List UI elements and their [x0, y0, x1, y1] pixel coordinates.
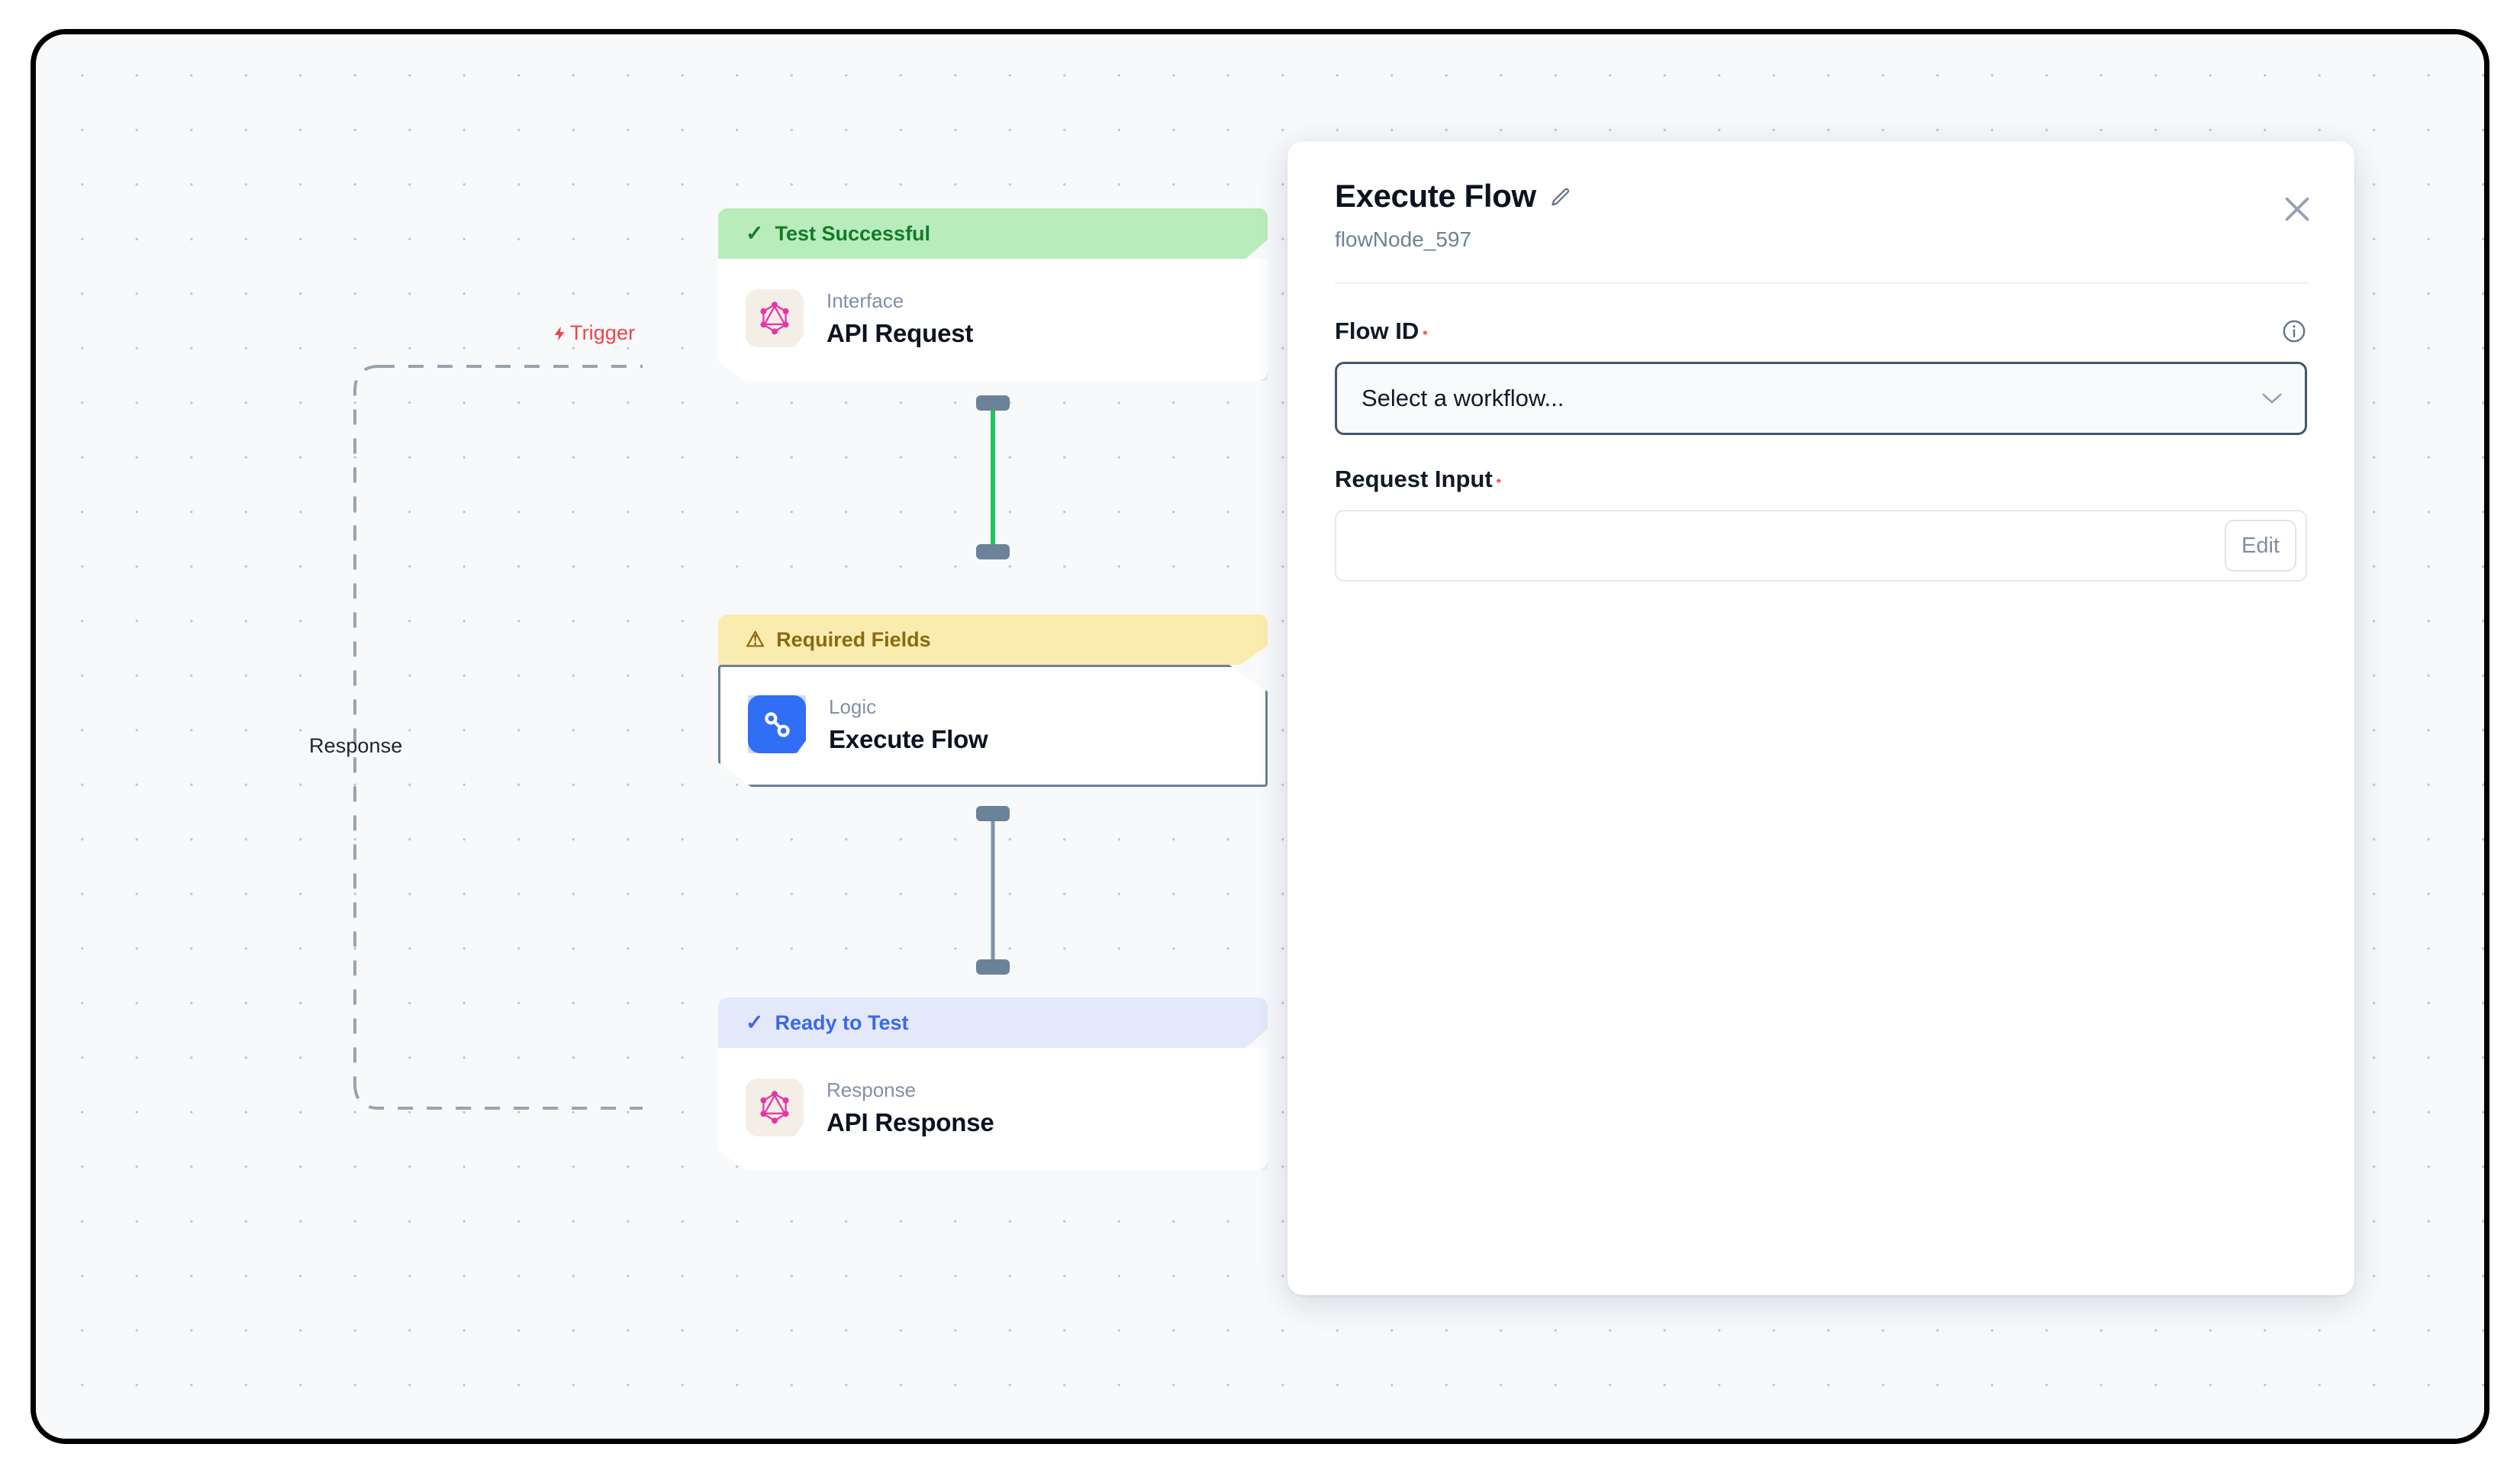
panel-body: Flow ID* Select a workflow... — [1287, 284, 2354, 582]
chevron-down-icon — [2262, 393, 2282, 404]
handle-execute-flow-source[interactable] — [976, 806, 1010, 821]
edge-response-vertical — [353, 365, 380, 1084]
field-label-row-flow-id: Flow ID* — [1335, 317, 2307, 345]
node-text-api-response: Response API Response — [827, 1078, 994, 1137]
node-text-api-request: Interface API Request — [827, 289, 973, 348]
flow-id-select-value: Select a workflow... — [1362, 385, 1565, 411]
node-body-api-request[interactable]: Interface API Request — [718, 259, 1268, 381]
check-icon: ✓ — [746, 221, 764, 245]
warning-triangle-icon: ⚠ — [746, 627, 765, 651]
graphql-icon — [746, 289, 804, 347]
field-label-text: Flow ID — [1335, 317, 1420, 344]
pencil-icon[interactable] — [1549, 186, 1572, 209]
node-api-request[interactable]: ✓ Test Successful — [718, 208, 1268, 381]
lightning-bolt-icon — [554, 326, 565, 340]
required-marker: * — [1496, 477, 1501, 490]
node-kind-label: Response — [827, 1078, 917, 1101]
node-status-label: Required Fields — [776, 627, 931, 651]
app-window: Trigger Response ✓ Test Successful — [31, 29, 2489, 1444]
check-icon: ✓ — [746, 1010, 764, 1034]
flow-id-select[interactable]: Select a workflow... — [1335, 362, 2307, 435]
node-settings-panel: Execute Flow flowNode_597 Flow ID* — [1287, 141, 2354, 1295]
node-execute-flow[interactable]: ⚠ Required Fields Logic Execute Flow — [718, 614, 1268, 787]
field-label-text: Request Input — [1335, 466, 1493, 492]
edge-response-segment — [353, 1083, 643, 1110]
node-body-execute-flow[interactable]: Logic Execute Flow — [718, 665, 1268, 787]
request-input-field[interactable]: Edit — [1335, 510, 2307, 582]
panel-header: Execute Flow flowNode_597 — [1287, 141, 2354, 252]
info-icon[interactable] — [2281, 318, 2307, 344]
node-api-response[interactable]: ✓ Ready to Test — [718, 998, 1268, 1170]
node-kind-label: Interface — [827, 288, 904, 312]
field-flow-id: Flow ID* Select a workflow... — [1335, 317, 2307, 435]
edge-label-trigger: Trigger — [552, 321, 635, 345]
panel-divider — [1335, 282, 2307, 284]
node-kind-label: Logic — [829, 695, 877, 718]
node-title-label: Execute Flow — [829, 724, 988, 753]
node-status-label: Ready to Test — [775, 1010, 909, 1034]
node-status-api-response: ✓ Ready to Test — [718, 998, 1268, 1048]
field-label-row-request-input: Request Input* — [1335, 466, 2307, 493]
panel-node-id: flowNode_597 — [1335, 227, 1472, 251]
page-title: Execute Flow — [1335, 178, 1536, 214]
node-text-execute-flow: Logic Execute Flow — [829, 695, 988, 754]
handle-execute-flow-target[interactable] — [976, 544, 1010, 559]
node-status-label: Test Successful — [775, 221, 931, 245]
workflow-branch-icon — [748, 695, 806, 753]
node-status-execute-flow: ⚠ Required Fields — [718, 614, 1268, 665]
node-body-api-response[interactable]: Response API Response — [718, 1048, 1268, 1170]
field-request-input: Request Input* Edit — [1335, 466, 2307, 582]
node-title-label: API Request — [827, 318, 974, 347]
edge-label-trigger-text: Trigger — [570, 321, 636, 344]
workflow-canvas[interactable]: Trigger Response ✓ Test Successful — [36, 34, 2484, 1439]
panel-title-row: Execute Flow — [1335, 178, 2307, 214]
handle-api-request-source[interactable] — [976, 395, 1010, 411]
required-marker: * — [1423, 329, 1428, 342]
handle-api-response-target[interactable] — [976, 959, 1010, 975]
node-title-label: API Response — [827, 1107, 994, 1136]
close-icon[interactable] — [2280, 192, 2315, 227]
request-input-label: Request Input* — [1335, 466, 1501, 493]
edit-button[interactable]: Edit — [2225, 520, 2296, 572]
node-status-api-request: ✓ Test Successful — [718, 208, 1268, 259]
graphql-icon — [746, 1078, 804, 1136]
flow-id-label: Flow ID* — [1335, 317, 1427, 345]
edge-label-response: Response — [309, 734, 403, 757]
